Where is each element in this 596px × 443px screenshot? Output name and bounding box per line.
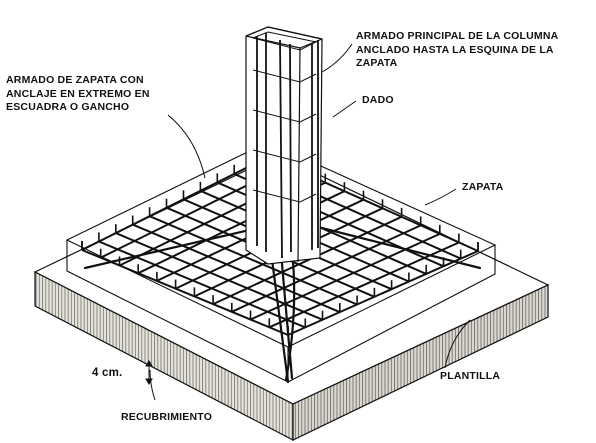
rebar-bar <box>212 215 403 306</box>
rebar-mesh <box>81 148 479 336</box>
leader-plantilla <box>444 319 471 369</box>
leader-zapata <box>424 188 457 206</box>
label-armado-zapata-line3: ESCUADRA O GANCHO <box>6 101 130 113</box>
rebar-bar <box>115 232 323 321</box>
label-dado: DADO <box>362 94 394 106</box>
label-armado-zapata-line1: ARMADO DE ZAPATA CON <box>6 74 144 86</box>
leader-lines <box>149 43 471 401</box>
dado-column <box>245 26 323 265</box>
label-plantilla: PLANTILLA <box>440 370 501 382</box>
rebar-bar <box>81 156 269 251</box>
rebar-bar <box>132 223 341 314</box>
label-zapata: ZAPATA <box>462 181 504 193</box>
cover-dimension <box>145 360 153 385</box>
label-armado-columna-line3: ZAPATA <box>356 57 398 69</box>
label-armado-zapata-line2: ANCLAJE EN EXTREMO EN <box>6 87 150 100</box>
plantilla-slab <box>33 154 550 441</box>
rebar-bar <box>81 249 289 336</box>
rebar-bar <box>287 250 479 336</box>
label-espesor: 4 cm. <box>92 367 123 379</box>
label-armado-columna: ARMADO PRINCIPAL DE LA COLUMNA ANCLADO H… <box>356 30 596 71</box>
rebar-bar <box>250 232 441 321</box>
label-armado-zapata: ARMADO DE ZAPATA CON ANCLAJE EN EXTREMO … <box>6 74 150 115</box>
plantilla-front-right <box>292 284 549 441</box>
leader-recubrimiento <box>149 369 156 401</box>
rebar-bar <box>268 241 460 329</box>
label-armado-columna-line2: ANCLADO HASTA LA ESQUINA DE LA <box>356 43 554 56</box>
label-recubrimiento: RECUBRIMIENTO <box>121 411 213 423</box>
rebar-bar <box>231 224 422 313</box>
rebar-bar <box>149 215 358 306</box>
leader-armado-zapata <box>167 114 206 179</box>
leader-dado <box>332 100 357 118</box>
leader-armado-columna <box>321 43 353 73</box>
label-armado-columna-line1: ARMADO PRINCIPAL DE LA COLUMNA <box>356 30 559 42</box>
